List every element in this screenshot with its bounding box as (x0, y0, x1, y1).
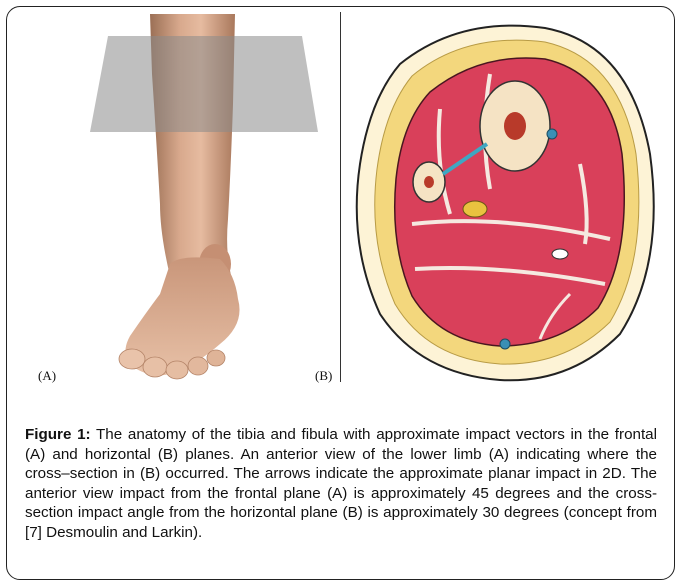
figure-caption-label: Figure 1: (25, 426, 91, 443)
panel-b-cross-section: (B) (340, 14, 670, 386)
panel-b-label: (B) (315, 368, 332, 384)
cross-section-drawing (340, 14, 670, 386)
panel-a-label: (A) (38, 368, 56, 384)
figure-caption: Figure 1: The anatomy of the tibia and f… (25, 425, 657, 543)
figure-caption-text: The anatomy of the tibia and fibula with… (25, 426, 657, 541)
panel-a-leg-illustration: (A) (20, 14, 320, 384)
leg-drawing (20, 14, 320, 384)
